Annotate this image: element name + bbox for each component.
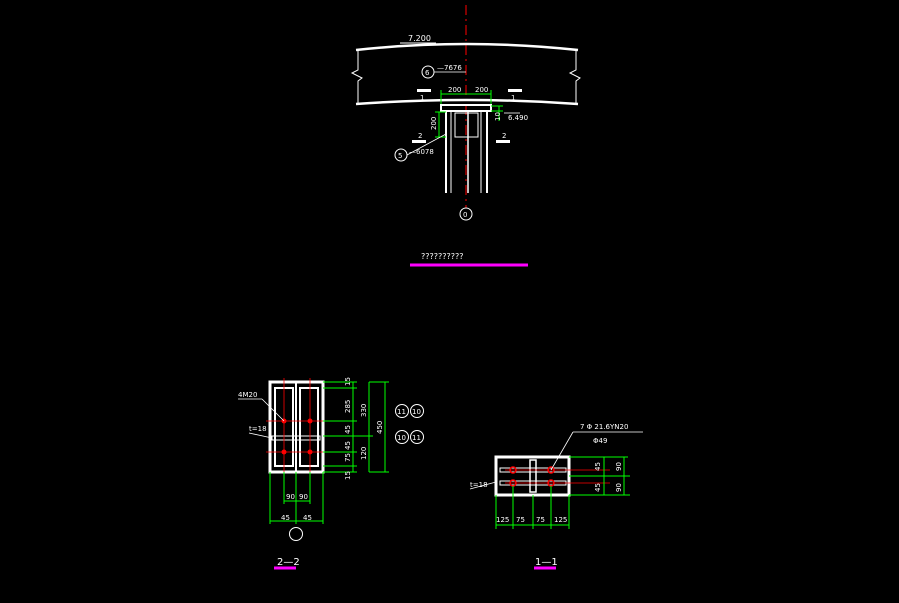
detail-circle-top-label: 6: [425, 69, 430, 77]
axis-bubble-label: 0: [463, 211, 467, 219]
section-mark-1-right: [508, 89, 522, 92]
section-1-1-view: 7 Φ 21.6YN20 Φ49 t=18 45 45 90 90 125 75: [469, 423, 643, 570]
section-mark-2-right: [496, 140, 510, 143]
dim-v2-90-a: 90: [615, 462, 623, 471]
dim-total-vertical: [369, 381, 389, 473]
dim-h-45-b: 45: [303, 514, 312, 522]
axis-bubble: [459, 207, 473, 221]
dim-chain-horizontal-2-2: [269, 472, 324, 524]
bolt-note-2: Φ49: [593, 437, 607, 445]
plate-thickness-2-2: t=18: [249, 425, 267, 433]
dim-v-330: 330: [360, 404, 368, 417]
plate-lower-text: —6078: [409, 148, 434, 156]
cap-plate: [440, 104, 492, 112]
section-mark-1-right-label: 1: [511, 94, 515, 102]
dim-v-45-a: 45: [344, 425, 352, 434]
bolt-note: 7 Φ 21.6YN20: [580, 423, 628, 431]
dim-chain-vertical-1-1: [569, 456, 630, 496]
beam-bottom-line: [355, 98, 579, 106]
dim-chain-vertical-1: [323, 381, 357, 473]
axis-bubble-2-2: [289, 527, 303, 541]
detail-circle-label: 10: [412, 408, 421, 416]
dim-v-45-b: 45: [344, 441, 352, 450]
flange-right: [299, 387, 319, 467]
dim-v-15-top: 15: [344, 377, 352, 386]
dim-v2-90-b: 90: [615, 483, 623, 492]
plate-lower-leader: [406, 133, 447, 156]
plate-upper-text: —7676: [437, 64, 462, 72]
dim-h-125-b: 125: [554, 516, 567, 524]
plate-thickness-leader-1-1: [469, 481, 497, 490]
elevation-top-text: 7.200: [408, 34, 431, 43]
dim-v-450: 450: [376, 421, 384, 434]
dim-h-45-a: 45: [281, 514, 290, 522]
dim-v1-45-a: 45: [594, 462, 602, 471]
dim-right-text: 200: [475, 86, 488, 94]
dim-v-285: 285: [344, 400, 352, 413]
plate-thickness-leader: [248, 432, 273, 439]
top-view-title: ??????????: [421, 252, 463, 261]
dim-ten-text: 10: [494, 112, 502, 121]
dim-chain-vertical-2: [353, 382, 373, 472]
section-2-2-view: 4M20 t=18 15 285 45 75 45 15 330 120: [238, 377, 424, 570]
bolt-leader: [261, 398, 285, 422]
dim-left-text: 200: [448, 86, 461, 94]
dim-v-15-bottom: 15: [344, 471, 352, 480]
plate-thickness-1-1: t=18: [470, 481, 488, 489]
detail-circle-label: 11: [412, 434, 421, 442]
dim-h-125-a: 125: [496, 516, 509, 524]
detail-circle-label: 11: [397, 408, 406, 416]
break-line-right: [568, 50, 581, 104]
bolt-note-leader: [550, 431, 574, 471]
section-1-1-title: 1—1: [535, 557, 558, 568]
elevation-bottom-text: 6.490: [508, 114, 528, 122]
dim-h-75-a: 75: [516, 516, 525, 524]
section-mark-2-right-label: 2: [502, 132, 506, 140]
detail-circles-2-2: [395, 404, 424, 444]
bolt-label-2-2: 4M20: [238, 391, 257, 399]
beam-top-line: [355, 42, 579, 52]
top-elevation-view: 7.200 6 —7676 1 1 200 200 200: [350, 5, 581, 267]
dim-v-75: 75: [344, 453, 352, 462]
section-mark-2-left-label: 2: [418, 132, 422, 140]
detail-circle-label: 10: [397, 434, 406, 442]
section-2-2-title: 2—2: [277, 557, 300, 568]
break-line-left: [350, 50, 363, 104]
dim-v-120: 120: [360, 447, 368, 460]
dim-h-90-a: 90: [286, 493, 295, 501]
dim-h-75-b: 75: [536, 516, 545, 524]
web-1-1: [529, 459, 537, 493]
section-mark-2-left: [412, 140, 426, 143]
dim-v1-45-b: 45: [594, 483, 602, 492]
dim-vertical-text: 200: [430, 117, 438, 130]
dim-chain-horizontal-1-1: [495, 486, 570, 529]
stiffener-plate: [454, 112, 479, 138]
detail-circle-lower-label: 5: [398, 152, 402, 160]
dim-h-90-b: 90: [299, 493, 308, 501]
section-mark-1-left-label: 1: [420, 94, 424, 102]
section-mark-1-left: [417, 89, 431, 92]
